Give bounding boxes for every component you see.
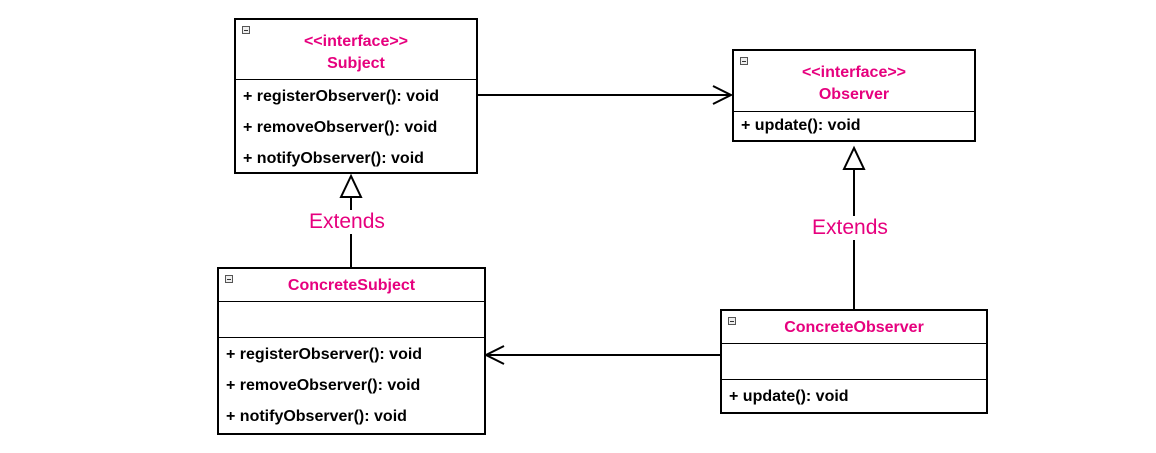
attributes-section	[219, 302, 484, 338]
operation: + removeObserver(): void	[243, 119, 438, 136]
class-name: ConcreteObserver	[784, 319, 924, 336]
operation: + update(): void	[741, 117, 861, 134]
hollow-triangle-icon	[339, 173, 363, 198]
class-subject[interactable]: <<interface>> Subject + registerObserver…	[234, 18, 478, 174]
class-concrete-subject[interactable]: ConcreteSubject + registerObserver(): vo…	[217, 267, 486, 435]
operation: + registerObserver(): void	[226, 346, 423, 363]
attributes-section	[722, 344, 986, 380]
class-name: Subject	[327, 55, 385, 72]
class-header: <<interface>> Observer	[734, 51, 974, 112]
class-name: Observer	[818, 86, 890, 103]
operations-section: + update(): void	[734, 112, 974, 139]
operations-section: + registerObserver(): void + removeObser…	[219, 338, 484, 432]
hollow-triangle-icon	[842, 145, 866, 170]
collapse-square-icon[interactable]	[242, 26, 250, 34]
operation: + notifyObserver(): void	[243, 150, 424, 167]
collapse-square-icon[interactable]	[740, 57, 748, 65]
operation: + update(): void	[729, 388, 849, 405]
extends-label-subject: Extends	[307, 210, 387, 234]
collapse-square-icon[interactable]	[225, 275, 233, 283]
collapse-square-icon[interactable]	[728, 317, 736, 325]
open-arrow-icon	[483, 345, 505, 365]
stereotype-label: <<interface>>	[801, 64, 907, 81]
class-header: ConcreteObserver	[722, 311, 986, 344]
class-header: ConcreteSubject	[219, 269, 484, 302]
operation: + removeObserver(): void	[226, 377, 421, 394]
operations-section: + registerObserver(): void + removeObser…	[236, 80, 476, 174]
class-name: ConcreteSubject	[287, 277, 416, 294]
open-arrow-icon	[712, 85, 734, 105]
class-header: <<interface>> Subject	[236, 20, 476, 80]
stereotype-label: <<interface>>	[303, 33, 409, 50]
operation: + registerObserver(): void	[243, 88, 440, 105]
extends-label-observer: Extends	[810, 216, 890, 240]
class-concrete-observer[interactable]: ConcreteObserver + update(): void	[720, 309, 988, 414]
class-observer[interactable]: <<interface>> Observer + update(): void	[732, 49, 976, 142]
operations-section: + update(): void	[722, 380, 986, 412]
operation: + notifyObserver(): void	[226, 408, 407, 425]
